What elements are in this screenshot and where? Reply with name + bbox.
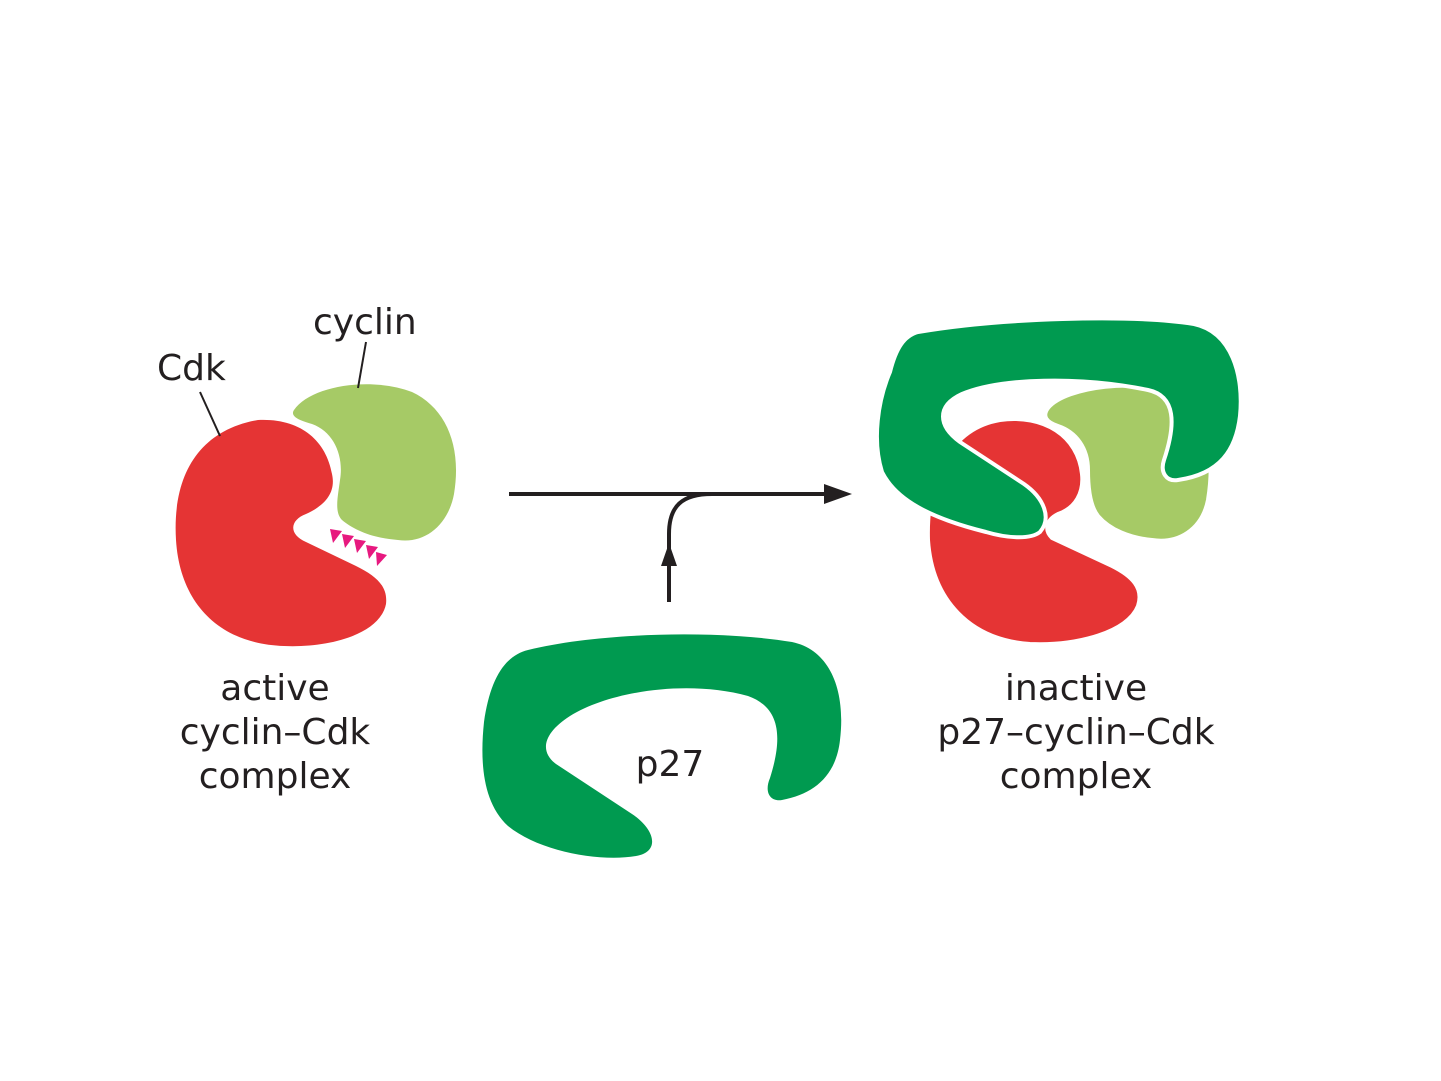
reaction-arrow: [509, 484, 852, 602]
left-caption-line-3: complex: [199, 756, 352, 797]
active-cyclin-cdk-complex: Cdk cyclin active cyclin–Cdk complex: [157, 302, 456, 797]
right-caption-line-1: inactive: [1005, 668, 1147, 709]
main-arrow-head: [824, 484, 852, 504]
cyclin-leader-line: [358, 342, 366, 388]
incoming-p27-arrow: [669, 494, 712, 602]
right-caption-line-2: p27–cyclin–Cdk: [937, 712, 1214, 753]
cdk-label: Cdk: [157, 348, 226, 389]
free-p27: p27: [482, 634, 841, 857]
inactive-p27-cyclin-cdk-complex: inactive p27–cyclin–Cdk complex: [877, 318, 1241, 797]
right-caption-line-3: complex: [1000, 756, 1153, 797]
cdk-leader-line: [200, 392, 220, 436]
p27-label: p27: [636, 744, 705, 785]
left-caption-line-1: active: [220, 668, 329, 709]
left-caption-line-2: cyclin–Cdk: [180, 712, 371, 753]
incoming-p27-arrow-head: [661, 543, 677, 566]
cyclin-label: cyclin: [313, 302, 417, 343]
